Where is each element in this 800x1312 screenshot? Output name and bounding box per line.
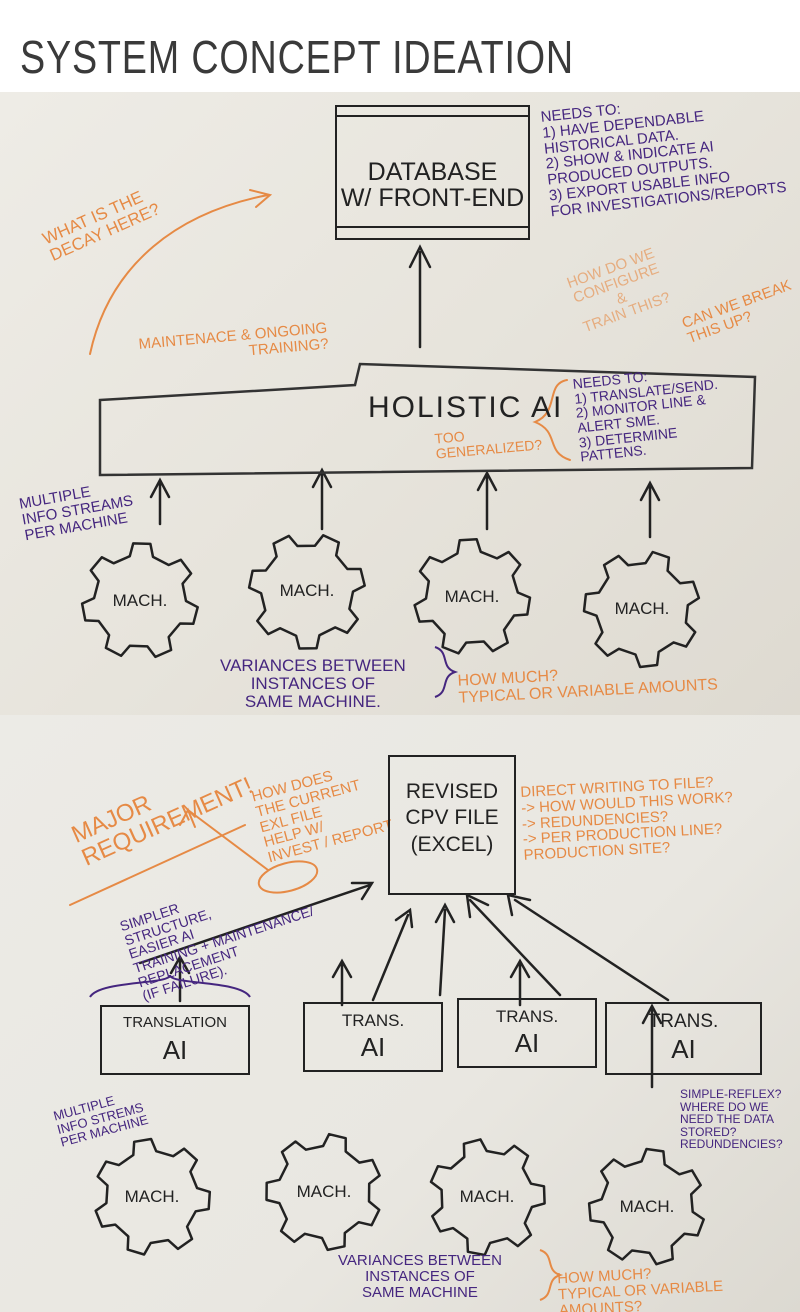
ai-box-label: AI xyxy=(162,1035,188,1065)
variances-brace xyxy=(434,646,459,698)
machine-label: MACH. xyxy=(459,1187,515,1206)
holistic-ai-label: HOLISTIC AI xyxy=(368,391,564,424)
variances-note: VARIANCES BETWEEN INSTANCES OF SAME MACH… xyxy=(220,656,406,711)
machine-gear: MACH. xyxy=(78,539,202,663)
pointer-line xyxy=(187,809,269,871)
machine-label: MACH. xyxy=(296,1182,352,1201)
cpv-file-label: REVISED CPV FILE (EXCEL) xyxy=(405,780,499,856)
page-title: SYSTEM CONCEPT IDEATION xyxy=(20,31,574,83)
ai-box-title: TRANS. xyxy=(341,1011,405,1030)
direct-writing-questions: DIRECT WRITING TO FILE? -> HOW WOULD THI… xyxy=(519,773,734,864)
gear-icon xyxy=(80,542,199,659)
arrow-to-cpv-2 xyxy=(434,902,456,997)
database-label: DATABASE W/ FRONT-END xyxy=(340,158,525,213)
gear-icon xyxy=(94,1137,212,1256)
gear-icon xyxy=(587,1147,705,1266)
holistic-needs-list: NEEDS TO: 1) TRANSLATE/SEND. 2) MONITOR … xyxy=(571,368,719,465)
variances-note: VARIANCES BETWEEN INSTANCES OF SAME MACH… xyxy=(338,1252,502,1301)
machine-gear: MACH. xyxy=(245,529,369,653)
board1-strokes xyxy=(89,189,757,698)
invest-circle xyxy=(257,860,319,894)
machine-label: MACH. xyxy=(124,1187,180,1206)
trans-ai-box: TRANS. AI xyxy=(605,1002,762,1075)
decay-curved-arrow xyxy=(89,189,273,355)
machine-gear: MACH. xyxy=(580,547,704,671)
gear-icon xyxy=(582,550,701,669)
database-box: DATABASE W/ FRONT-END xyxy=(335,105,530,240)
arrow-up-4 xyxy=(639,480,661,539)
machine-label: MACH. xyxy=(614,599,670,618)
machine-gear: MACH. xyxy=(90,1135,214,1259)
whiteboard-holistic-ai: DATABASE W/ FRONT-END NEEDS TO: 1) HAVE … xyxy=(0,92,800,715)
gear-icon xyxy=(265,1132,381,1252)
gear-icon xyxy=(429,1138,546,1257)
ai-box-label: AI xyxy=(671,1034,696,1064)
gear-icon xyxy=(247,534,366,650)
arrow-to-cpv-1 xyxy=(371,907,414,1002)
arrow-up-2 xyxy=(311,467,333,531)
simple-reflex-questions: SIMPLE-REFLEX? WHERE DO WE NEED THE DATA… xyxy=(680,1087,783,1152)
machine-label: MACH. xyxy=(279,581,335,600)
holistic-ai-box xyxy=(98,362,757,477)
machine-label: MACH. xyxy=(112,591,168,610)
ai-box-title: TRANSLATION xyxy=(123,1014,227,1031)
arrow-up-2 xyxy=(331,958,353,1007)
machine-label: MACH. xyxy=(619,1197,675,1216)
machine-gear: MACH. xyxy=(585,1145,709,1269)
translation-ai-box: TRANSLATION AI xyxy=(100,1005,250,1075)
whiteboard-translation-ai: MAJOR REQUIREMENT! HOW DOES THE CURRENT … xyxy=(0,715,800,1312)
ai-box-title: TRANS. xyxy=(648,1011,719,1032)
major-underline xyxy=(69,824,246,906)
machine-gear: MACH. xyxy=(425,1135,549,1259)
variances-brace xyxy=(539,1249,564,1301)
trans-ai-box: TRANS. AI xyxy=(457,998,597,1068)
holistic-needs-brace xyxy=(532,379,571,461)
ai-box-label: AI xyxy=(360,1032,386,1062)
ai-box-label: AI xyxy=(514,1028,540,1058)
simpler-brace xyxy=(89,974,251,998)
machine-gear: MACH. xyxy=(410,535,534,659)
cpv-file-box: REVISED CPV FILE (EXCEL) xyxy=(388,755,516,895)
machine-label: MACH. xyxy=(444,587,500,606)
trans-ai-box: TRANS. AI xyxy=(303,1002,443,1072)
arrow-to-cpv-4 xyxy=(506,893,670,1002)
gear-icon xyxy=(413,537,532,655)
machine-gear: MACH. xyxy=(262,1130,386,1254)
arrow-up-3 xyxy=(476,470,498,531)
arrow-to-database xyxy=(408,244,432,349)
maintenance-arrow xyxy=(138,881,375,965)
ai-box-title: TRANS. xyxy=(495,1007,559,1026)
board2-strokes xyxy=(69,807,670,1301)
arrow-up-1 xyxy=(149,477,171,526)
arrow-to-cpv-3 xyxy=(465,892,562,997)
